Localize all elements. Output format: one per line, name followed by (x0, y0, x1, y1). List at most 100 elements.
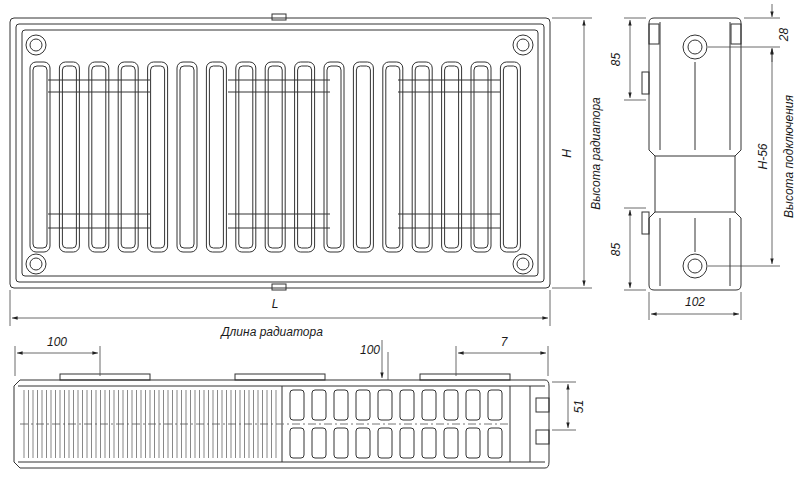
convector-fin (55, 390, 56, 458)
convector-cell (488, 428, 502, 458)
convector-cell (334, 390, 348, 420)
convector-fin (78, 390, 79, 458)
front-inner (16, 24, 544, 282)
convector-fin (262, 390, 263, 458)
radiator-rib (471, 62, 491, 252)
convector-fin (87, 390, 88, 458)
convector-fin (109, 390, 110, 458)
convector-fin (123, 390, 124, 458)
convector-fin (69, 390, 70, 458)
dimension-label: 100 (359, 344, 381, 357)
convector-cell (422, 428, 436, 458)
convector-fin (172, 390, 173, 458)
top-clip (272, 14, 286, 20)
bottom-clip (272, 284, 286, 290)
convector-cell (422, 390, 436, 420)
convector-fin (217, 390, 218, 458)
convector-fin (145, 390, 146, 458)
radiator-rib (30, 62, 50, 252)
radiator-rib (265, 62, 285, 252)
convector-fin (64, 390, 65, 458)
convector-fin (28, 390, 29, 458)
convector-fin (267, 390, 268, 458)
convector-fin (91, 390, 92, 458)
radiator-rib (353, 62, 373, 252)
convector-fin (100, 390, 101, 458)
front-panel (22, 30, 538, 276)
radiator-rib-inner (415, 66, 429, 248)
convector-fin (150, 390, 151, 458)
convector-fin (204, 390, 205, 458)
radiator-rib (89, 62, 109, 252)
front-outline (10, 18, 550, 288)
convector-fin (132, 390, 133, 458)
side-view (642, 18, 741, 290)
convector-fin (114, 390, 115, 458)
dimension-caption: Высота подключения (783, 94, 796, 219)
convector-cell (356, 428, 370, 458)
radiator-rib-inner (209, 66, 223, 248)
radiator-rib-inner (121, 66, 135, 248)
dimension-label: H (560, 148, 573, 159)
convector-cell (312, 390, 326, 420)
convector-fin (118, 390, 119, 458)
convector-fin (37, 390, 38, 458)
top-view (14, 374, 549, 468)
convector-fin (42, 390, 43, 458)
clip-group (48, 80, 500, 228)
convector-fin (190, 390, 191, 458)
radiator-rib (295, 62, 315, 252)
convector-cell (466, 390, 480, 420)
convector-fin (271, 390, 272, 458)
convector-cell (400, 390, 414, 420)
convector-fin (33, 390, 34, 458)
convector-cell (444, 390, 458, 420)
clip-line (228, 228, 330, 229)
radiator-rib-inner (239, 66, 253, 248)
radiator-rib (500, 62, 520, 252)
convector-cell (488, 390, 502, 420)
clip-line (398, 214, 500, 215)
radiator-rib-inner (33, 66, 47, 248)
radiator-rib-inner (503, 66, 517, 248)
clip-line (398, 92, 500, 93)
convector-fin (249, 390, 250, 458)
clip-line (228, 214, 330, 215)
convector-fin (168, 390, 169, 458)
radiator-rib-inner (356, 66, 370, 248)
radiator-rib (59, 62, 79, 252)
convector-fin (208, 390, 209, 458)
convector-fin (253, 390, 254, 458)
radiator-rib-inner (92, 66, 106, 248)
convector-cell (312, 428, 326, 458)
radiator-rib-inner (62, 66, 76, 248)
clip-line (48, 80, 150, 81)
convector-fin (276, 390, 277, 458)
dimension-caption: Высота радиатора (590, 96, 603, 211)
rib-group (30, 62, 520, 252)
convector-fin (105, 390, 106, 458)
radiator-rib (383, 62, 403, 252)
radiator-rib (442, 62, 462, 252)
radiator-rib (177, 62, 197, 252)
convector-cell (444, 428, 458, 458)
clip-line (228, 80, 330, 81)
radiator-rib-inner (151, 66, 165, 248)
clip-line (48, 214, 150, 215)
dimension-label: 7 (500, 336, 509, 349)
convector-cell (378, 428, 392, 458)
convector-fin (213, 390, 214, 458)
convector-fin (199, 390, 200, 458)
convector-fin (159, 390, 160, 458)
dimension-lines (10, 18, 592, 326)
convector-fin (60, 390, 61, 458)
convector-fin (82, 390, 83, 458)
convector-fin (244, 390, 245, 458)
convector-fin (163, 390, 164, 458)
dimension-label: L (271, 298, 280, 311)
dimension-label: 102 (684, 296, 706, 309)
radiator-rib (324, 62, 344, 252)
convector-cell (334, 428, 348, 458)
convector-fin (226, 390, 227, 458)
